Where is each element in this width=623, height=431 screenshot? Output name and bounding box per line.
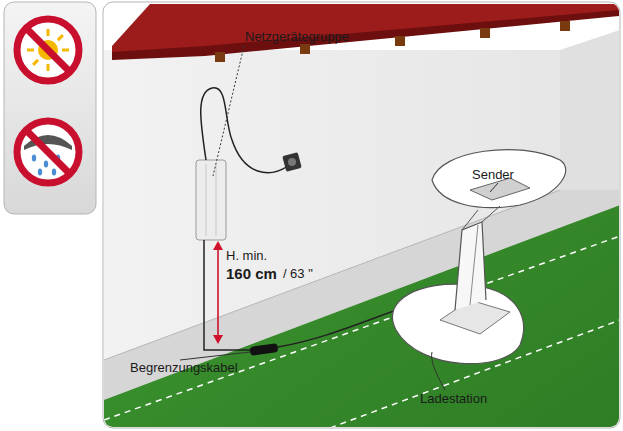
wall-plinth	[104, 190, 619, 400]
no-rain-icon	[17, 121, 79, 183]
height-arrow	[213, 241, 223, 344]
part-label: Netzgerätegruppe	[243, 30, 351, 45]
charging-station	[392, 150, 565, 364]
part-label: / 63 "	[281, 267, 315, 282]
wall-socket	[282, 152, 302, 172]
part-label: Ladestation	[418, 392, 489, 407]
part-label: H. min.	[224, 249, 269, 264]
main-panel	[103, 2, 620, 428]
icon-panel	[4, 2, 96, 214]
rafters	[215, 21, 570, 62]
part-label: 160 cm	[224, 265, 279, 282]
cable-connector	[249, 343, 278, 356]
part-label: Sender	[470, 168, 516, 183]
mains-cable	[201, 88, 288, 173]
no-sun-icon	[17, 19, 79, 81]
leader-lines	[180, 46, 498, 390]
power-supply-unit	[196, 160, 226, 240]
part-label: Begrenzungskabel	[128, 361, 240, 376]
boundary-wire	[104, 236, 619, 420]
